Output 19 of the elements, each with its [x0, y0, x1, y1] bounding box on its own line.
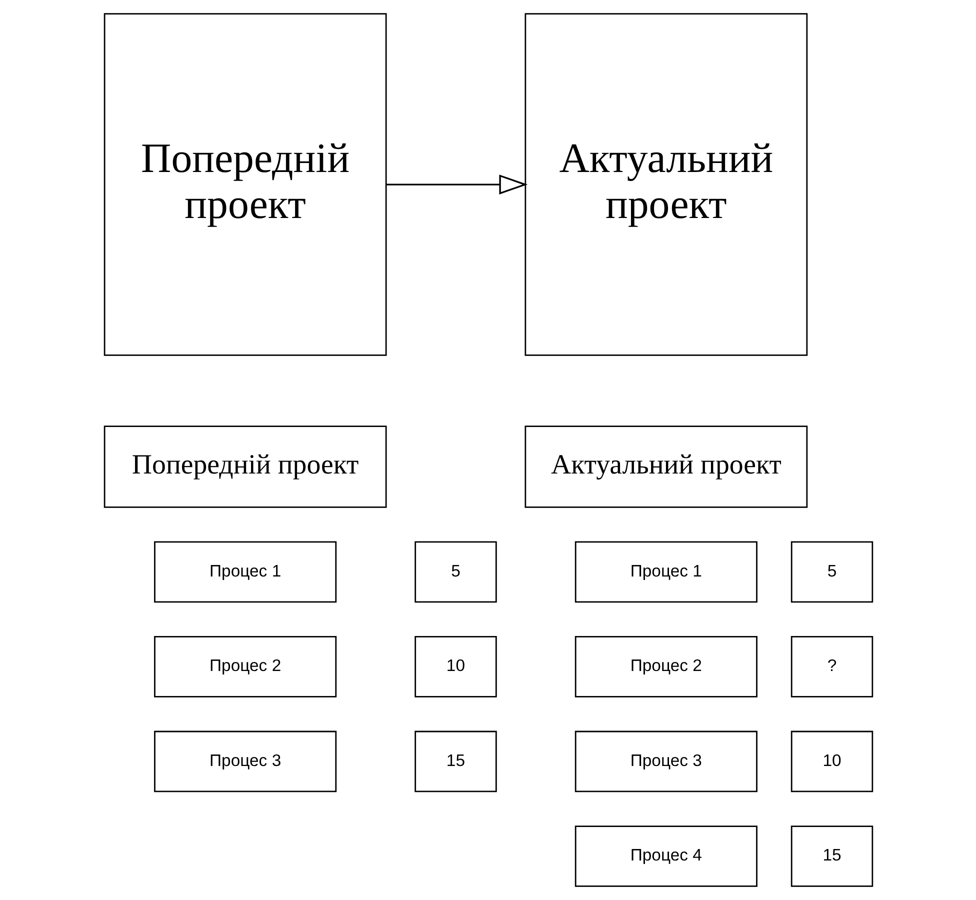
- node-box: Процес 3: [154, 730, 336, 792]
- node-box: Актуальний проект: [524, 13, 808, 356]
- node-box: 15: [790, 826, 873, 887]
- arrow: [386, 174, 528, 194]
- node-box: 10: [790, 730, 873, 792]
- node-box: Актуальний проект: [524, 426, 808, 508]
- node-box: ?: [790, 636, 873, 698]
- node-box: 15: [414, 730, 496, 792]
- node-box: Процес 2: [574, 636, 757, 698]
- node-box: 5: [790, 541, 873, 603]
- node-box: Попередній проект: [103, 13, 386, 356]
- node-box: Процес 1: [154, 541, 336, 603]
- node-box: 10: [414, 636, 496, 698]
- node-box: 5: [414, 541, 496, 603]
- node-box: Попередній проект: [103, 426, 386, 508]
- node-box: Процес 3: [574, 730, 757, 792]
- node-box: Процес 2: [154, 636, 336, 698]
- node-box: Процес 4: [574, 826, 757, 887]
- node-box: Процес 1: [574, 541, 757, 603]
